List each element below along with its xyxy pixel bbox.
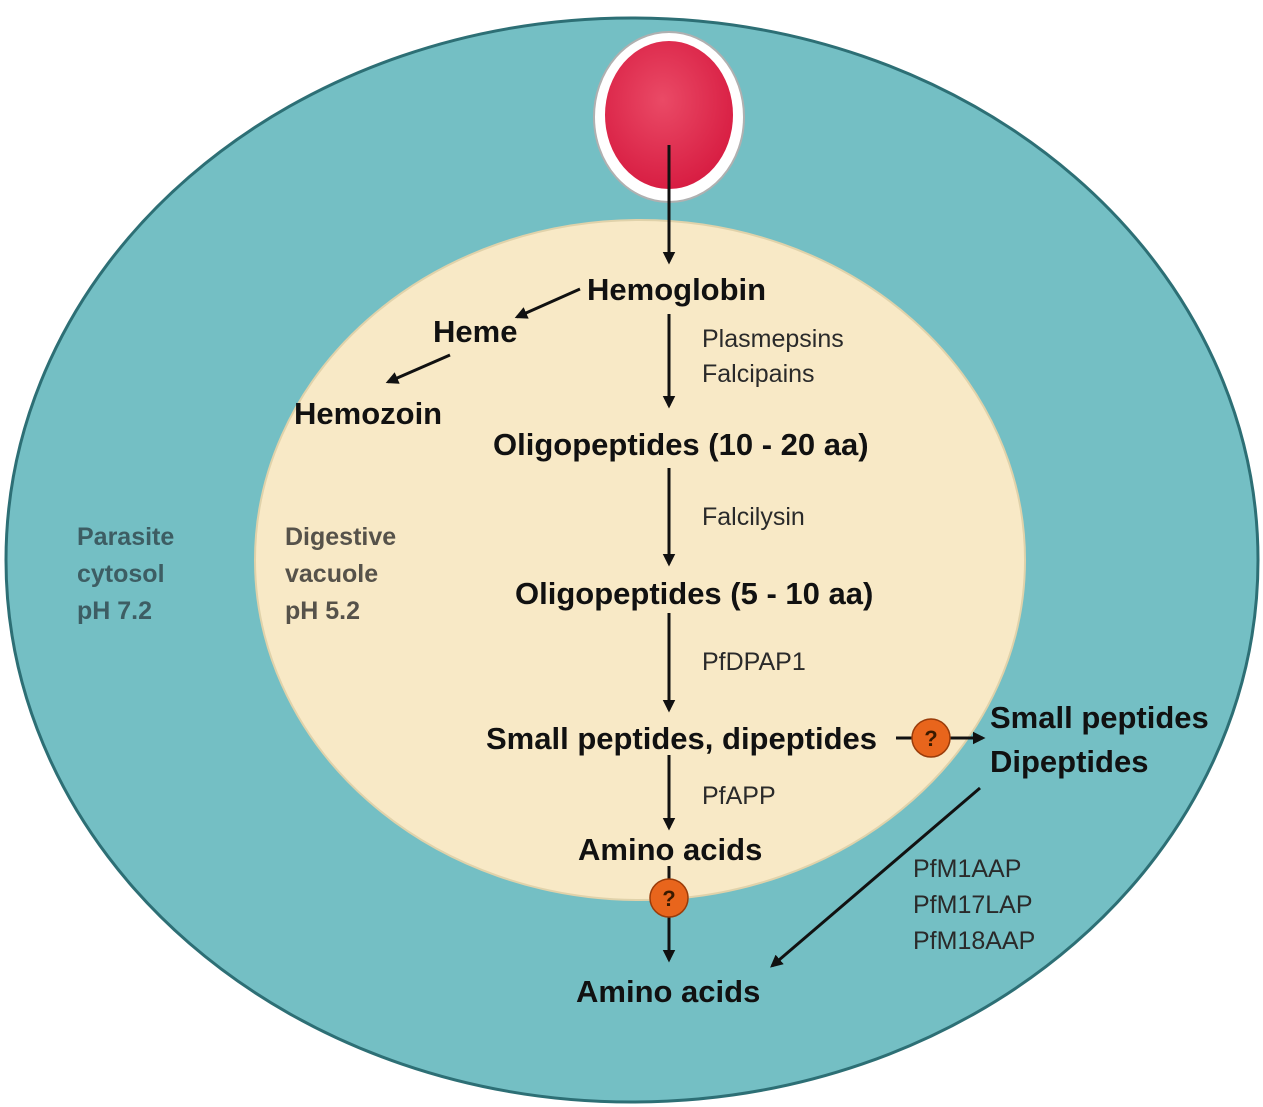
vacuole-line-2: vacuole — [285, 560, 378, 588]
enzyme-pfm1aap: PfM1AAP — [913, 855, 1021, 883]
enzyme-cytosolic: PfM1AAP PfM17LAP PfM18AAP — [913, 855, 1039, 955]
enzyme-pfm18aap: PfM18AAP — [913, 927, 1035, 955]
cytosol-line-3: pH 7.2 — [77, 597, 152, 625]
node-heme: Heme — [433, 314, 517, 349]
vacuole-line-1: Digestive — [285, 523, 396, 551]
enzyme-pfm17lap: PfM17LAP — [913, 891, 1032, 919]
node-amino-acids-vacuole: Amino acids — [578, 832, 762, 867]
enzyme-step4: PfAPP — [702, 782, 776, 810]
cytosol-line-1: Parasite — [77, 523, 174, 551]
enzyme-plasmepsins: Plasmepsins — [702, 325, 844, 353]
node-small-peptides-vacuole: Small peptides, dipeptides — [486, 721, 877, 756]
cytosol-small-peptides-line-2: Dipeptides — [990, 744, 1148, 779]
enzyme-step2: Falcilysin — [702, 503, 805, 531]
node-oligopeptides-short: Oligopeptides (5 - 10 aa) — [515, 576, 873, 611]
enzyme-step3: PfDPAP1 — [702, 648, 806, 676]
node-hemoglobin: Hemoglobin — [587, 272, 766, 307]
transporter-question-icon: ? — [912, 719, 950, 757]
node-amino-acids-cytosol: Amino acids — [576, 974, 760, 1009]
transporter-symbol: ? — [662, 886, 675, 911]
cytosol-line-2: cytosol — [77, 560, 165, 588]
transporter-symbol: ? — [924, 726, 937, 751]
vacuole-line-3: pH 5.2 — [285, 597, 360, 625]
cytosol-small-peptides-line-1: Small peptides — [990, 700, 1209, 735]
transporter-question-icon: ? — [650, 879, 688, 917]
node-hemozoin: Hemozoin — [294, 396, 442, 431]
node-oligopeptides-long: Oligopeptides (10 - 20 aa) — [493, 427, 869, 462]
enzyme-falcipains: Falcipains — [702, 360, 815, 388]
